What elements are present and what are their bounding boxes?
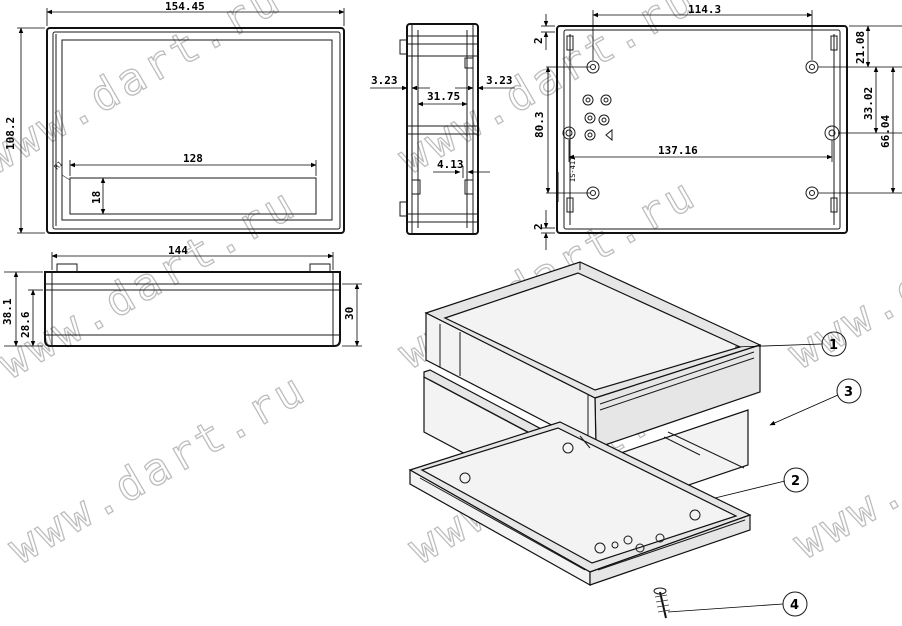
- dim-corner-radius: R1: [53, 160, 65, 172]
- part-2-base: [408, 421, 752, 587]
- watermark-3: www.dart.ru: [0, 363, 316, 575]
- dim-front-height-total: 38.1: [1, 298, 14, 325]
- callout-4-circle: [782, 591, 808, 617]
- front-view: 144 38.1 28.6 30: [1, 244, 362, 347]
- dim-front-width: 144: [168, 244, 188, 257]
- dim-right-3: 66.04: [879, 115, 892, 148]
- dim-label-height: 18: [90, 191, 103, 204]
- dim-hole-spacing: 114.3: [688, 3, 721, 16]
- dim-right-1: 21.08: [854, 31, 867, 64]
- dim-side-slot: 4.13: [437, 158, 464, 171]
- dim-top-width: 154.45: [165, 0, 205, 13]
- dim-right-2: 33.02: [862, 87, 875, 120]
- part-4-screw: [653, 587, 671, 619]
- watermark-7: www.dart.ru: [780, 168, 902, 380]
- callout-1: 1: [829, 338, 838, 353]
- dim-bottom-height: 80.3: [533, 112, 546, 139]
- exploded-view: 1 3 2 4: [408, 261, 862, 619]
- bottom-view: IS-411 114.3 2 80.3 2 137.16 21.08: [532, 3, 902, 250]
- callout-4: 4: [790, 598, 799, 613]
- callout-1-circle: [821, 331, 847, 357]
- callouts: 1 3 2 4: [667, 331, 862, 617]
- dim-edge-bottom: 2: [532, 223, 545, 230]
- part-1-cover: [424, 261, 762, 449]
- dim-diag: 137.16: [658, 144, 698, 157]
- dim-label-width: 128: [183, 152, 203, 165]
- callout-3-circle: [836, 378, 862, 404]
- callout-2-circle: [783, 467, 809, 493]
- bottom-label: IS-411: [569, 157, 577, 182]
- dim-top-height: 108.2: [4, 117, 17, 150]
- side-view: 3.23 3.23 31.75 4.13: [370, 23, 515, 235]
- callout-2: 2: [791, 474, 800, 489]
- dim-side-wall-left: 3.23: [371, 74, 398, 87]
- dim-side-wall-right: 3.23: [486, 74, 513, 87]
- dim-front-height-inner: 28.6: [19, 311, 32, 338]
- dim-side-inner: 31.75: [427, 90, 460, 103]
- top-view: 154.45 108.2 128 18 R1: [4, 0, 345, 234]
- dim-edge-top: 2: [532, 37, 545, 44]
- dim-front-height-right: 30: [343, 307, 356, 320]
- callout-3: 3: [844, 385, 853, 400]
